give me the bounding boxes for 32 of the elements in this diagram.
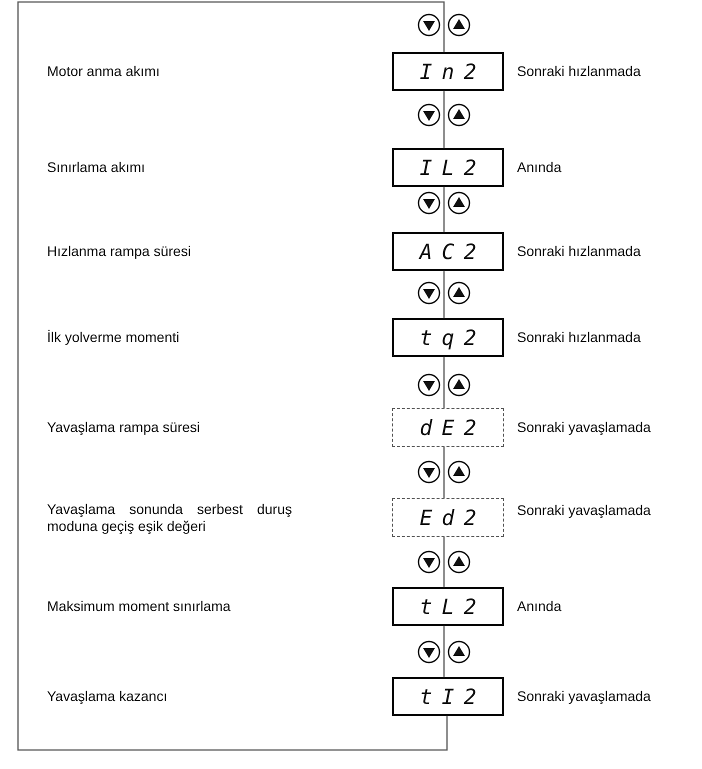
parameter-display: dE2 bbox=[392, 408, 504, 447]
parameter-display: tq2 bbox=[392, 318, 504, 357]
parameter-label: Motor anma akımı bbox=[47, 63, 161, 80]
connector-line bbox=[443, 187, 445, 232]
parameter-label: İlk yolverme momenti bbox=[47, 329, 180, 346]
parameter-label: Sınırlama akımı bbox=[47, 159, 146, 176]
parameter-label: Maksimum moment sınırlama bbox=[47, 598, 232, 615]
parameter-label: Yavaşlama sonunda serbest duruş moduna geçiş eşik değeri bbox=[47, 500, 292, 534]
parameter-display: IL2 bbox=[392, 148, 504, 187]
connector-line bbox=[443, 626, 445, 677]
parameter-label: Hızlanma rampa süresi bbox=[47, 243, 192, 260]
setting-note: Sonraki hızlanmada bbox=[517, 328, 641, 346]
connector-line bbox=[443, 447, 445, 498]
parameter-display: Ed2 bbox=[392, 498, 504, 537]
parameter-label: Yavaşlama rampa süresi bbox=[47, 419, 202, 436]
setting-note: Sonraki hızlanmada bbox=[517, 62, 641, 80]
connector-line bbox=[443, 271, 445, 318]
parameter-display: In2 bbox=[392, 52, 504, 91]
setting-note: Sonraki yavaşlamada bbox=[517, 418, 651, 436]
parameter-display: AC2 bbox=[392, 232, 504, 271]
connector-line bbox=[443, 537, 445, 587]
connector-line bbox=[17, 1, 448, 751]
setting-note: Anında bbox=[517, 158, 562, 176]
parameter-display: tL2 bbox=[392, 587, 504, 626]
setting-note: Anında bbox=[517, 598, 562, 614]
parameter-label: Yavaşlama kazancı bbox=[47, 688, 168, 705]
setting-note: Sonraki yavaşlamada bbox=[517, 688, 651, 704]
connector-line bbox=[443, 91, 445, 148]
setting-note: Sonraki hızlanmada bbox=[517, 242, 641, 260]
connector-line bbox=[443, 357, 445, 408]
parameter-display: tI2 bbox=[392, 677, 504, 716]
setting-note: Sonraki yavaşlamada bbox=[517, 502, 651, 519]
